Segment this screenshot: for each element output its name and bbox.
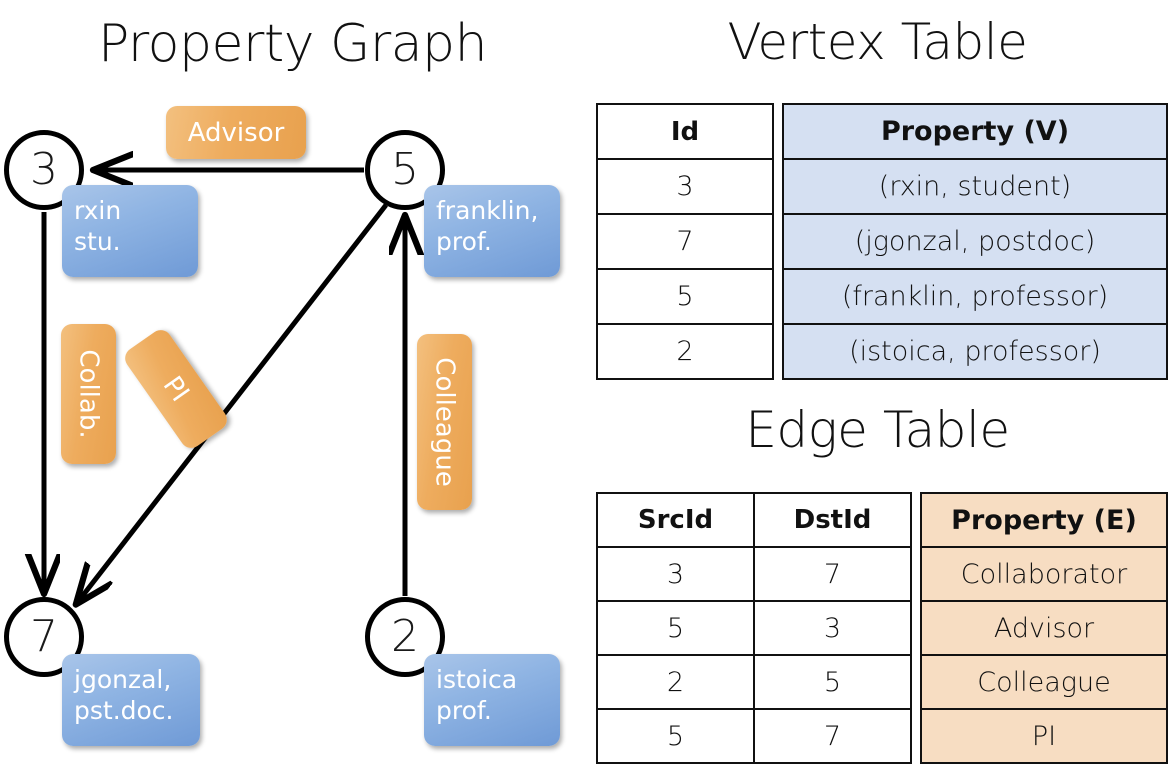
table-row[interactable]: 3 [596,158,774,215]
graph-node-7-label: 7 [30,611,58,662]
table-row[interactable]: 7 [596,213,774,270]
table-header-row: Id [596,103,774,160]
vertex-table-property-column: Property (V) (rxin, student) (jgonzal, p… [782,103,1168,380]
edge-table-src-dst-columns: SrcId DstId 3 7 5 3 2 5 5 7 [596,492,912,764]
edge-label-advisor: Advisor [166,106,306,159]
edge-table-property-column: Property (E) Collaborator Advisor Collea… [920,492,1168,764]
table-row[interactable]: 3 7 [596,546,912,602]
edge-table-header-property: Property (E) [920,492,1168,548]
graph-node-2[interactable]: 2 [365,597,445,677]
edge-table-cell-dst: 5 [753,654,912,710]
graph-node-5-property-line1: franklin, [436,196,539,225]
vertex-table-header-property: Property (V) [782,103,1168,160]
edge-label-collab: Collab. [61,324,116,464]
table-header-row: Property (V) [782,103,1168,160]
table-header-row: SrcId DstId [596,492,912,548]
graph-edges-layer [0,0,585,760]
graph-node-2-label: 2 [391,611,419,662]
graph-node-2-property-box: istoica prof. [424,654,560,746]
edge-label-collab-text: Collab. [73,349,104,439]
edge-table-cell-property: Advisor [920,600,1168,656]
graph-node-3-label: 3 [30,144,58,195]
vertex-table-header-id: Id [596,103,774,160]
table-row[interactable]: 2 5 [596,654,912,710]
edge-table-cell-property: Collaborator [920,546,1168,602]
edge-label-colleague-text: Colleague [429,357,460,487]
graph-node-5-property-box: franklin, prof. [424,185,560,277]
edge-table-cell-property: Colleague [920,654,1168,710]
vertex-table-cell-id: 3 [596,158,774,215]
edge-table-cell-src: 3 [596,546,755,602]
table-row[interactable]: (franklin, professor) [782,268,1168,325]
graph-node-3-property-box: rxin stu. [62,185,198,277]
edge-table-header-dstid: DstId [753,492,912,548]
table-row[interactable]: 5 7 [596,708,912,764]
graph-node-5-property-line2: prof. [436,227,492,256]
graph-node-3-property-line1: rxin [74,196,122,225]
graph-node-7-property-line2: pst.doc. [74,696,174,725]
table-row[interactable]: Collaborator [920,546,1168,602]
edge-table-cell-src: 2 [596,654,755,710]
edge-table-cell-dst: 7 [753,708,912,764]
table-row[interactable]: Colleague [920,654,1168,710]
table-row[interactable]: 5 [596,268,774,325]
graph-node-7-property-line1: jgonzal, [74,665,172,694]
table-row[interactable]: (istoica, professor) [782,323,1168,380]
edge-arrow-5-to-7 [77,203,388,603]
vertex-table-cell-property: (jgonzal, postdoc) [782,213,1168,270]
table-row[interactable]: 5 3 [596,600,912,656]
vertex-table-cell-id: 7 [596,213,774,270]
edge-table-cell-src: 5 [596,708,755,764]
table-row[interactable]: (jgonzal, postdoc) [782,213,1168,270]
table-row[interactable]: Advisor [920,600,1168,656]
graph-node-5-label: 5 [391,144,419,195]
edge-label-colleague: Colleague [417,334,472,510]
vertex-table-cell-property: (franklin, professor) [782,268,1168,325]
table-row[interactable]: 2 [596,323,774,380]
graph-node-2-property-line1: istoica [436,665,518,694]
edge-table-cell-property: PI [920,708,1168,764]
table-header-row: Property (E) [920,492,1168,548]
property-graph-panel: Property Graph 3 5 7 2 rxin stu. frankli… [0,0,585,760]
vertex-table-id-column: Id 3 7 5 2 [596,103,774,380]
edge-table-cell-dst: 7 [753,546,912,602]
edge-label-pi-text: PI [157,370,195,408]
table-row[interactable]: PI [920,708,1168,764]
graph-node-5[interactable]: 5 [365,130,445,210]
page-title-property-graph: Property Graph [97,14,488,74]
page-title-edge-table: Edge Table [745,401,1010,459]
vertex-table-cell-property: (rxin, student) [782,158,1168,215]
edge-label-advisor-text: Advisor [187,117,285,148]
page-title-vertex-table: Vertex Table [727,13,1028,71]
edge-table-header-srcid: SrcId [596,492,755,548]
graph-node-2-property-line2: prof. [436,696,492,725]
edge-table-cell-dst: 3 [753,600,912,656]
vertex-table-cell-id: 5 [596,268,774,325]
vertex-table-cell-property: (istoica, professor) [782,323,1168,380]
vertex-table-cell-id: 2 [596,323,774,380]
graph-node-3-property-line2: stu. [74,227,121,256]
table-row[interactable]: (rxin, student) [782,158,1168,215]
graph-node-7-property-box: jgonzal, pst.doc. [62,654,200,746]
edge-table-cell-src: 5 [596,600,755,656]
